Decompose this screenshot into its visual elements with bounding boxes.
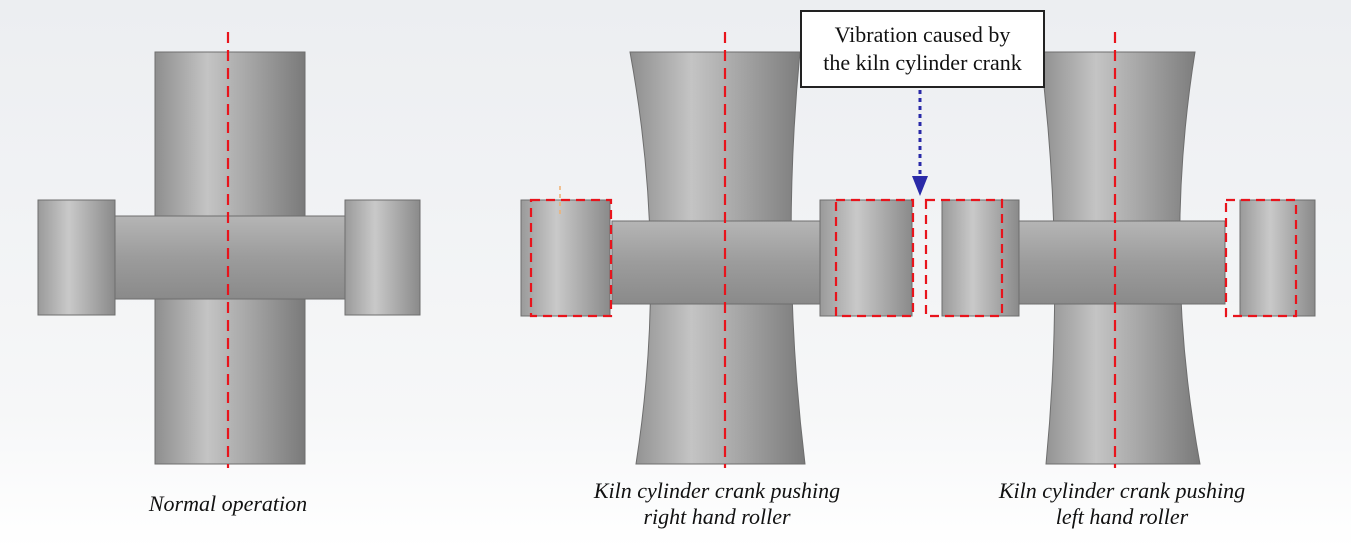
left-roller: [37, 199, 116, 316]
right-roller-highlight-box: [1224, 198, 1298, 318]
panel-pushing-left: [924, 32, 1316, 468]
caption-line-2: left hand roller: [1055, 504, 1189, 529]
right-roller: [1239, 199, 1316, 317]
right-roller: [344, 199, 421, 316]
caption-pushing-left: Kiln cylinder crank pushing left hand ro…: [972, 478, 1272, 530]
right-roller: [819, 199, 913, 317]
caption-line-1: Kiln cylinder crank pushing: [593, 478, 841, 503]
left-roller-highlight-box: [529, 198, 613, 318]
panel-pushing-right: [520, 32, 915, 468]
caption-line-1: Kiln cylinder crank pushing: [998, 478, 1246, 503]
left-roller-highlight-box: [924, 198, 1004, 318]
caption-pushing-right: Kiln cylinder crank pushing right hand r…: [567, 478, 867, 530]
caption-normal-operation: Normal operation: [128, 491, 328, 517]
left-roller: [941, 199, 1020, 317]
caption-line-2: right hand roller: [643, 504, 791, 529]
caption-text: Normal operation: [148, 491, 308, 516]
vibration-callout-box: Vibration caused by the kiln cylinder cr…: [800, 10, 1045, 88]
left-roller: [520, 199, 611, 317]
callout-line-1: Vibration caused by: [834, 22, 1011, 47]
panel-normal: [37, 32, 421, 468]
right-roller-highlight-box: [834, 198, 915, 318]
vibration-arrow: [912, 90, 928, 196]
arrow-head: [912, 176, 928, 196]
callout-line-2: the kiln cylinder crank: [823, 50, 1022, 75]
tyre-band: [114, 215, 347, 300]
